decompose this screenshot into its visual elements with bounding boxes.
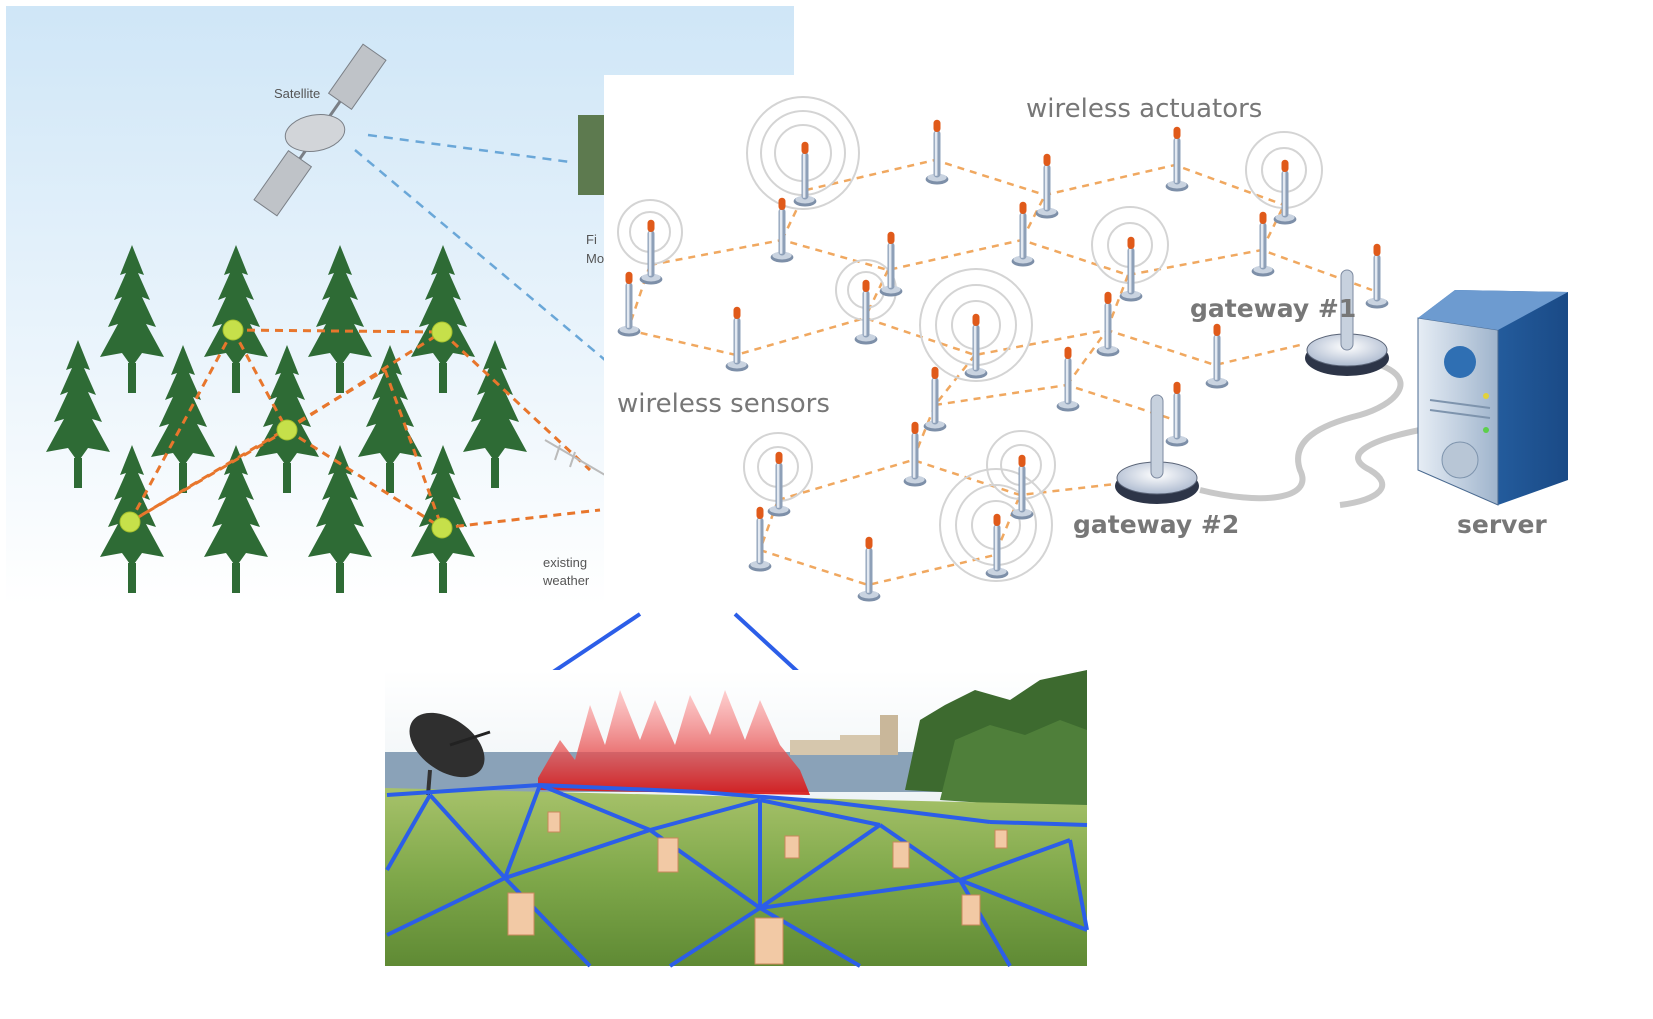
partial-label: weather	[542, 573, 590, 588]
field-mesh-links	[385, 783, 1089, 968]
gateway-1-label: gateway #1	[1190, 294, 1356, 323]
monitoring-thumbnail	[578, 115, 606, 195]
forest-mesh-links	[128, 328, 601, 530]
gateway-cable	[1199, 362, 1404, 502]
partial-label: Fi	[586, 232, 597, 247]
partial-label: existing	[543, 555, 587, 570]
wireless-sensors-label: wireless sensors	[617, 389, 830, 419]
pollution-plume	[538, 690, 810, 795]
field-sensor-nodes	[507, 811, 1008, 965]
partial-label: Mo	[586, 251, 604, 266]
server-icon	[1417, 290, 1568, 506]
satellite-icon	[253, 43, 387, 217]
satellite-link	[354, 149, 606, 361]
server-label: server	[1457, 510, 1547, 539]
satellite-link	[367, 133, 571, 164]
wireless-actuators-label: wireless actuators	[1026, 94, 1262, 124]
forest-sensor-nodes	[119, 319, 453, 539]
satellite-label: Satellite	[274, 86, 320, 101]
gateway-1-icon	[1305, 269, 1389, 376]
network-panel: wireless actuators wireless sensors gate…	[604, 6, 1653, 610]
field-panel	[385, 612, 1089, 968]
weather-station-icon	[544, 439, 606, 476]
server-cable	[1339, 427, 1421, 508]
gateway-2-icon	[1115, 394, 1199, 504]
gateway-2-label: gateway #2	[1073, 510, 1239, 539]
